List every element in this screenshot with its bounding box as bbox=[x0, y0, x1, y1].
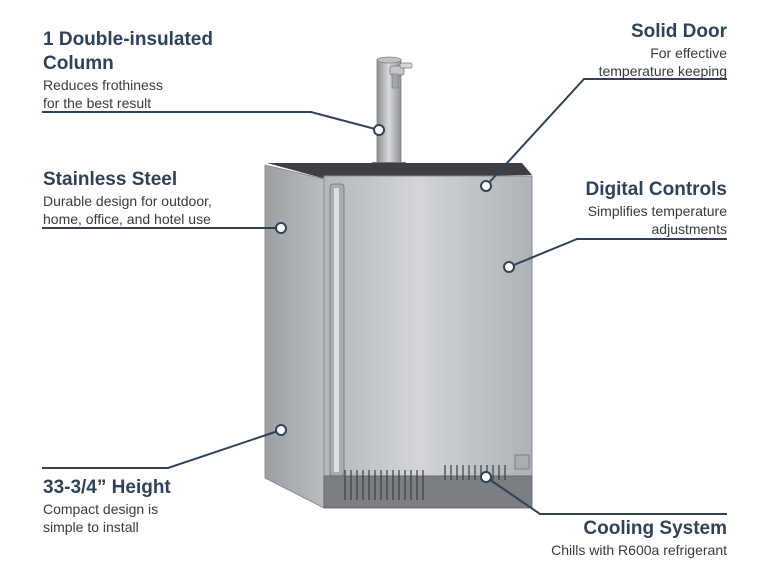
callout-controls: Digital Controls Simplifies temperature … bbox=[527, 178, 727, 238]
callout-door: Solid Door For effective temperature kee… bbox=[527, 20, 727, 80]
callout-column: 1 Double-insulated Column Reduces frothi… bbox=[43, 28, 243, 112]
leader-line-height bbox=[42, 429, 282, 469]
callout-height-desc: Compact design is simple to install bbox=[43, 501, 159, 535]
unit-top bbox=[267, 163, 532, 178]
callout-steel-title: Stainless Steel bbox=[43, 169, 178, 190]
callout-door-title: Solid Door bbox=[630, 21, 727, 42]
callout-door-desc: For effective temperature keeping bbox=[598, 45, 727, 79]
leader-line-controls bbox=[508, 238, 727, 268]
dot-cooling bbox=[480, 471, 492, 483]
callout-steel: Stainless Steel Durable design for outdo… bbox=[43, 168, 243, 228]
dot-column bbox=[373, 124, 385, 136]
callout-steel-desc: Durable design for outdoor, home, office… bbox=[43, 193, 212, 227]
leader-line-column bbox=[42, 111, 380, 131]
callout-column-desc: Reduces frothiness for the best result bbox=[43, 77, 163, 111]
tap-tower bbox=[372, 56, 413, 171]
callout-controls-title: Digital Controls bbox=[585, 179, 727, 200]
callout-controls-desc: Simplifies temperature adjustments bbox=[587, 203, 727, 237]
callout-cooling-desc: Chills with R600a refrigerant bbox=[551, 542, 727, 558]
vent-slots bbox=[344, 465, 506, 500]
dot-height bbox=[275, 424, 287, 436]
callout-height-title: 33-3/4” Height bbox=[43, 477, 171, 498]
dot-controls bbox=[503, 261, 515, 273]
side-panel bbox=[264, 164, 325, 509]
door bbox=[323, 175, 533, 477]
base-grille bbox=[323, 475, 533, 509]
leader-line-door bbox=[485, 78, 727, 187]
callout-column-title: 1 Double-insulated Column bbox=[43, 29, 213, 74]
callout-cooling-title: Cooling System bbox=[583, 518, 727, 539]
callout-cooling: Cooling System Chills with R600a refrige… bbox=[507, 517, 727, 559]
dot-steel bbox=[275, 222, 287, 234]
callout-height: 33-3/4” Height Compact design is simple … bbox=[43, 476, 243, 536]
leader-line-cooling bbox=[485, 476, 727, 515]
dot-door bbox=[480, 180, 492, 192]
